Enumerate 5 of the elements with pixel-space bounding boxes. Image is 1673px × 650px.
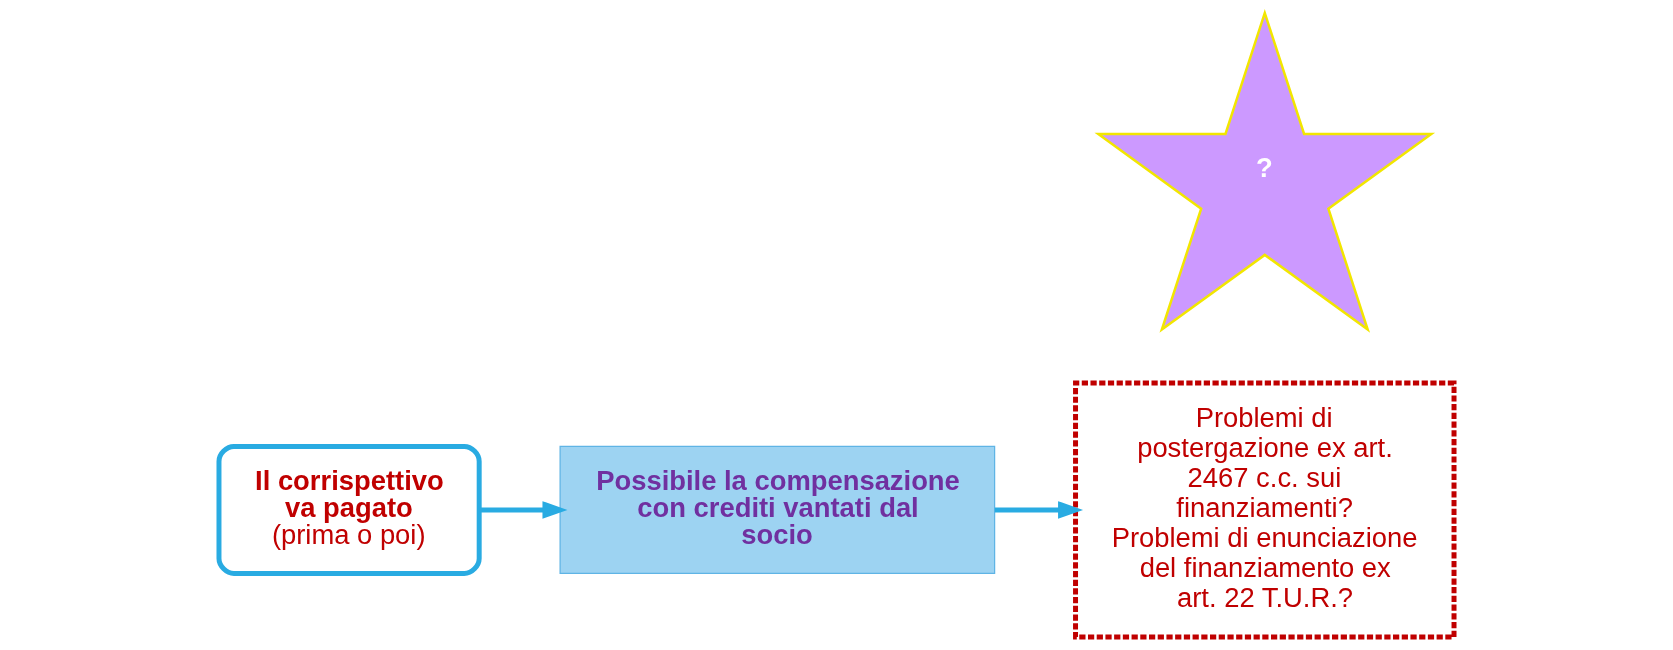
node-box: Possibile la compensazione con crediti vantati dal socio	[559, 445, 996, 575]
node-box: Il corrispettivo va pagato (prima o poi)	[216, 443, 482, 576]
arrow	[994, 501, 1084, 519]
arrow	[479, 501, 568, 519]
node-box: Problemi di postergazione ex art. 2467 c.c. sui finanziamenti? Problemi di enunciazione del finanziamento ex art. 22 T.U.R.?	[1073, 380, 1457, 640]
